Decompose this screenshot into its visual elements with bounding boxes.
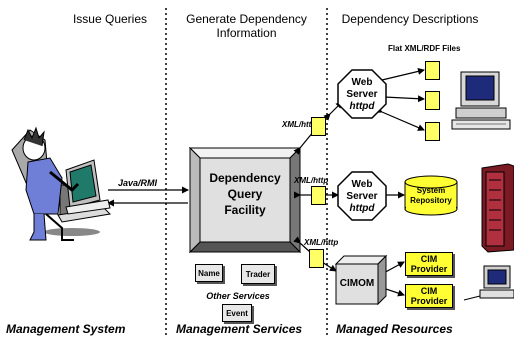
web-server-2-line2: Server [346,191,378,202]
flat-file-doc-1 [425,61,440,80]
other-services-caption: Other Services [206,291,270,301]
trader-service-box: Trader [241,264,275,284]
system-repository-cylinder [404,175,458,216]
footer-management-services: Management Services [176,322,303,336]
facility-label-line1: Dependency [209,171,281,185]
event-service-box: Event [222,304,252,322]
xml-http-label-1: XML/http [282,120,317,129]
cimom-label: CIMOM [339,278,375,289]
web-server-2-label: Web Server httpd [338,179,386,215]
flat-file-arrow-2 [377,93,425,103]
system-repository-line1: System [416,186,446,195]
footer-management-system: Management System [6,322,126,336]
xml-doc-connector-3 [309,249,324,268]
cimom-link [321,261,337,272]
web-server-1-octagon [337,69,387,119]
xml-http-label-3: XML/http [304,238,339,247]
footer-managed-resources: Managed Resources [336,322,453,336]
desktop-computer-icon [451,71,511,130]
flat-file-arrow-3 [375,106,425,131]
cim-provider-2-line2: Provider [410,296,448,306]
web-server-2-line3: httpd [349,203,375,214]
flat-files-label: Flat XML/RDF Files [388,44,461,53]
xml-doc-connector-2 [311,186,326,205]
cim-provider-1-box: CIM Provider [405,252,453,276]
xml-http-label-2: XML/http [294,176,329,185]
flat-file-doc-2 [425,91,440,110]
facility-label-line2: Query [227,187,263,201]
small-computer-icon [463,265,514,301]
system-repository-label: System Repository [405,186,457,206]
flat-file-arrow-1 [375,67,425,85]
name-service-box: Name [195,264,223,282]
system-repository-line2: Repository [410,196,452,205]
web-server-1-line3: httpd [349,101,375,112]
cim-provider-2-line1: CIM [420,286,438,296]
xml-doc-connector-1 [311,117,326,136]
cim-provider-1-line2: Provider [410,264,448,274]
cim-provider-1-line1: CIM [420,254,438,264]
cimom-box [334,254,388,306]
dependency-query-facility-label: Dependency Query Facility [200,170,290,218]
cim-provider-2-box: CIM Provider [405,284,453,308]
web-server-2-line1: Web [351,179,373,190]
java-rmi-label: Java/RMI [118,178,158,188]
column-header-generate-line2: Information [216,26,277,40]
web-server-1-line2: Server [346,89,378,100]
facility-label-line3: Facility [224,203,266,217]
rack-server-icon [481,163,514,253]
web-server-1-label: Web Server httpd [338,77,386,113]
user-workstation-icon [11,126,112,241]
column-header-generate-line1: Generate Dependency [186,12,307,26]
dependency-query-facility-box [188,146,302,254]
xml-http-connector-3 [293,236,311,253]
column-header-dependency-descriptions: Dependency Descriptions [341,12,479,26]
web-server-2-octagon [337,171,387,221]
flat-file-doc-3 [425,122,440,141]
column-header-issue-queries: Issue Queries [72,12,148,26]
web-server-1-line1: Web [351,77,373,88]
